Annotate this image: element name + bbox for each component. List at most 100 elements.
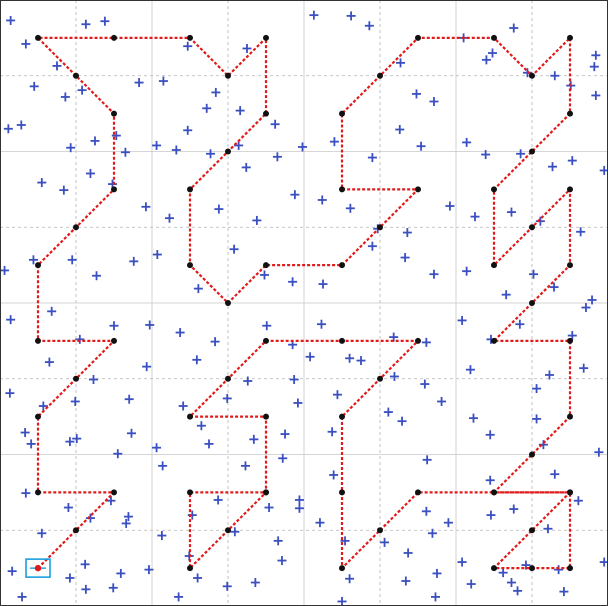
path-node — [529, 565, 535, 572]
path-node — [377, 375, 383, 382]
path-node — [491, 337, 497, 344]
path-node — [339, 413, 345, 420]
plus-marker — [340, 536, 350, 546]
plus-marker — [429, 97, 439, 107]
plus-marker — [337, 596, 347, 606]
plus-marker — [192, 355, 202, 365]
plus-marker — [21, 488, 31, 498]
plus-marker — [59, 185, 69, 195]
path-node — [529, 451, 535, 458]
plus-marker — [427, 528, 437, 538]
path-node — [225, 148, 231, 155]
plus-marker — [288, 277, 298, 287]
plus-marker — [144, 565, 154, 575]
plus-marker — [211, 87, 221, 97]
plus-marker — [416, 141, 426, 151]
path-lines — [36, 36, 572, 570]
plus-marker — [6, 315, 16, 325]
plus-marker — [345, 574, 355, 584]
plus-marker — [422, 455, 432, 465]
plus-marker — [3, 124, 13, 134]
plus-marker — [202, 103, 212, 113]
plus-marker — [21, 39, 31, 49]
plus-marker — [402, 228, 412, 238]
path-node — [567, 262, 573, 269]
path-node — [111, 337, 117, 344]
plus-marker — [481, 150, 491, 160]
plus-marker — [516, 149, 526, 159]
plus-marker — [249, 434, 259, 444]
plus-marker — [26, 439, 36, 449]
plus-marker — [594, 447, 604, 457]
plus-marker — [573, 496, 583, 506]
plus-marker — [17, 592, 27, 602]
plus-marker — [445, 201, 455, 211]
plus-marker — [543, 524, 553, 534]
plus-marker — [421, 506, 431, 516]
scatter-markers — [0, 10, 608, 606]
plus-marker — [6, 15, 16, 25]
plus-marker — [290, 190, 300, 200]
plus-marker — [38, 401, 48, 411]
plus-marker — [457, 315, 467, 325]
plus-marker — [66, 143, 76, 153]
plus-marker — [65, 437, 75, 447]
plus-marker — [272, 152, 282, 162]
plus-marker — [421, 337, 431, 347]
path-node — [567, 565, 573, 572]
plus-marker — [470, 212, 480, 222]
path-node — [567, 489, 573, 496]
plus-marker — [309, 10, 319, 20]
plus-marker — [121, 518, 131, 528]
path-node — [491, 262, 497, 269]
path-node — [377, 224, 383, 231]
plus-marker — [90, 136, 100, 146]
plus-marker — [364, 21, 374, 31]
plus-marker — [88, 375, 98, 385]
plus-marker — [278, 453, 288, 463]
path-node — [35, 489, 41, 496]
plus-marker — [327, 427, 337, 437]
plus-marker — [183, 125, 193, 135]
plus-marker — [383, 407, 393, 417]
plus-marker — [72, 434, 82, 444]
path-node — [567, 413, 573, 420]
plus-marker — [411, 89, 421, 99]
plus-marker — [113, 449, 123, 459]
plus-marker — [222, 393, 232, 403]
plus-marker — [252, 215, 262, 225]
plus-marker — [356, 356, 366, 366]
plus-marker — [164, 213, 174, 223]
plus-marker — [293, 398, 303, 408]
path-node — [111, 489, 117, 496]
plus-marker — [329, 470, 339, 480]
path-node — [187, 565, 193, 572]
plus-marker — [28, 255, 38, 265]
plus-marker — [429, 269, 439, 279]
plus-marker — [67, 255, 77, 265]
plus-marker — [259, 270, 269, 280]
plus-marker — [193, 284, 203, 294]
plus-marker — [157, 531, 167, 541]
plus-marker — [529, 269, 539, 279]
plus-marker — [183, 41, 193, 51]
plus-marker — [193, 573, 203, 583]
plus-marker — [264, 503, 274, 513]
plus-marker — [420, 379, 430, 389]
plus-marker — [315, 518, 325, 528]
path-node — [187, 186, 193, 193]
plus-marker — [345, 203, 355, 213]
plus-marker — [305, 352, 315, 362]
plus-marker — [396, 58, 406, 68]
plus-marker — [20, 428, 30, 438]
plus-marker — [204, 439, 214, 449]
plus-marker — [85, 168, 95, 178]
plus-marker — [37, 178, 47, 188]
plus-marker — [206, 149, 216, 159]
plus-marker — [346, 11, 356, 21]
path-node — [263, 337, 269, 344]
path-node — [187, 489, 193, 496]
plus-marker — [47, 306, 57, 316]
plus-marker — [515, 319, 525, 329]
plus-marker — [437, 396, 447, 406]
